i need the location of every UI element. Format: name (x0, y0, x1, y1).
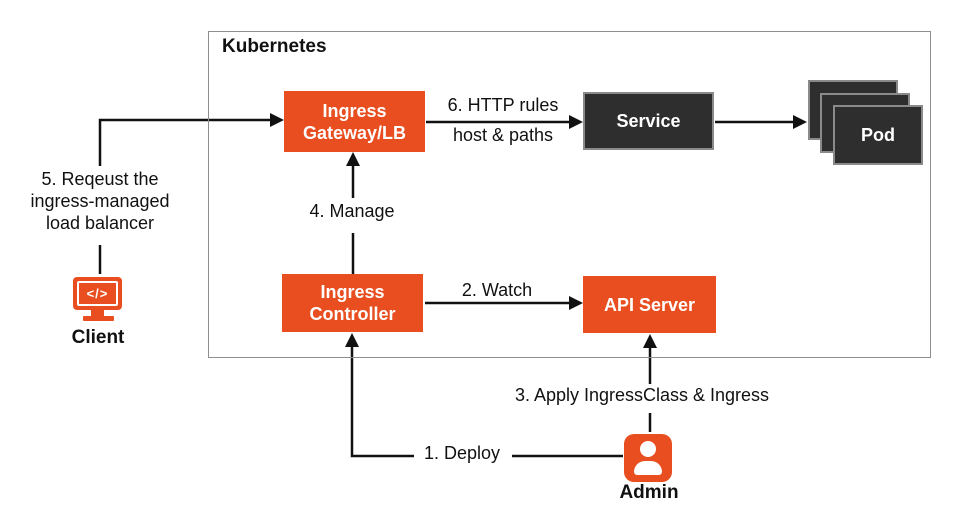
manage-label: 4. Manage (309, 201, 395, 221)
ingress-controller-node: Ingress Controller (282, 274, 423, 332)
ingress-controller-label-line2: Controller (309, 304, 396, 324)
client-label: Client (71, 327, 125, 348)
admin-label: Admin (619, 482, 679, 503)
person-head-icon (640, 441, 656, 457)
kubernetes-cluster-box (208, 31, 931, 358)
service-node: Service (583, 92, 714, 150)
person-body-icon (634, 461, 662, 475)
request-label-line3: load balancer (45, 213, 155, 233)
http-rules-label-line2: host & paths (452, 125, 554, 145)
code-icon: </> (77, 281, 118, 306)
ingress-gateway-label-line2: Gateway/LB (302, 122, 407, 143)
admin-person-icon (624, 434, 672, 482)
request-label-line2: ingress-managed (30, 191, 170, 211)
ingress-controller-label-line1: Ingress (320, 282, 385, 302)
request-label: 5. Reqeust the ingress-managed load bala… (30, 168, 169, 234)
api-server-node: API Server (583, 276, 716, 333)
edge-deploy-line-left (350, 347, 414, 458)
service-label: Service (616, 111, 681, 131)
api-server-label: API Server (603, 294, 696, 315)
pod-node-front: Pod (833, 105, 923, 165)
http-rules-label-line1: 6. HTTP rules (447, 95, 559, 115)
deploy-label: 1. Deploy (423, 443, 501, 463)
pod-label: Pod (861, 125, 895, 145)
request-label-line1: 5. Reqeust the (41, 169, 159, 189)
kubernetes-cluster-label: Kubernetes (222, 36, 327, 57)
client-monitor-stand-base (83, 316, 114, 321)
client-monitor-stand-neck (91, 310, 104, 316)
ingress-gateway-label-line1: Ingress (322, 100, 387, 121)
watch-label: 2. Watch (461, 280, 533, 300)
apply-label: 3. Apply IngressClass & Ingress (514, 385, 770, 405)
ingress-gateway-node: Ingress Gateway/LB (284, 91, 425, 152)
client-monitor-icon: </> (73, 277, 122, 310)
